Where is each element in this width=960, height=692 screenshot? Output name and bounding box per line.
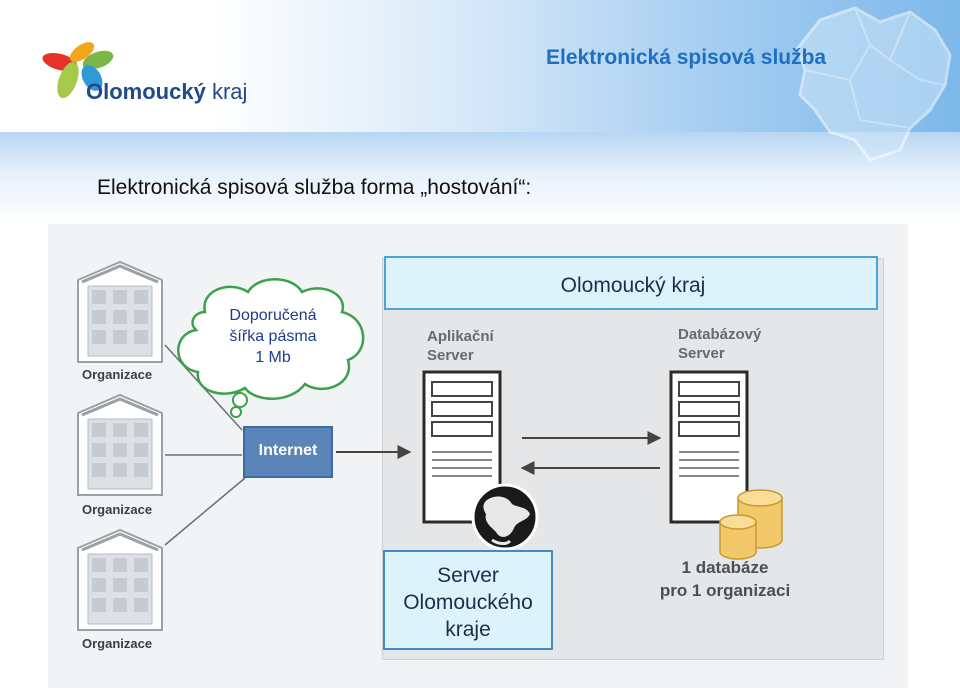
building-icon (76, 528, 164, 632)
server-tower-icon (669, 370, 749, 524)
database-note-line-1: 1 databáze (681, 558, 769, 577)
server-box-line-1: Server (437, 564, 499, 587)
slide-subtitle: Elektronická spisová služba forma „hosto… (97, 176, 532, 199)
organization-label: Organizace (82, 502, 153, 517)
region-label-box: Olomoucký kraj (384, 256, 878, 310)
logo-flower-icon (42, 42, 114, 99)
header-gradient-band (0, 132, 960, 224)
db-server-label-line-1: Databázový (678, 326, 762, 343)
app-server-label-line-2: Server (427, 347, 474, 364)
server-box: Server Olomouckého kraje (383, 550, 553, 650)
logo-wordmark: Olomoucký kraj (86, 79, 247, 105)
cloud-icon (177, 278, 365, 418)
header-banner (0, 0, 960, 132)
server-box-label: Server Olomouckého kraje (385, 562, 551, 643)
internet-box: Internet (243, 426, 333, 478)
region-label: Olomoucký kraj (560, 274, 706, 297)
server-box-line-2: Olomouckého (403, 591, 533, 614)
database-note-line-2: pro 1 organizaci (659, 581, 791, 600)
page-title: Elektronická spisová služba (546, 46, 827, 69)
building-icon (76, 260, 164, 364)
logo-suffix: kraj (211, 79, 248, 104)
bandwidth-note: Doporučená šířka pásma 1 Mb (193, 305, 353, 368)
globe-icon (471, 483, 539, 551)
server-box-line-3: kraje (445, 618, 491, 641)
database-note: 1 databáze pro 1 organizaci (645, 556, 805, 602)
building-icon (76, 393, 164, 497)
logo-name: Olomoucký (86, 79, 206, 104)
app-server-label-line-1: Aplikační (427, 328, 494, 345)
database-icon (719, 489, 783, 560)
region-map-icon (796, 6, 952, 162)
bandwidth-line-1: Doporučená (229, 307, 317, 324)
organization-label: Organizace (82, 636, 153, 651)
bandwidth-line-2: šířka pásma (229, 328, 317, 345)
organization-label: Organizace (82, 367, 153, 382)
db-server-label-line-2: Server (678, 345, 725, 362)
bandwidth-line-3: 1 Mb (255, 349, 291, 366)
connector-line (164, 477, 246, 546)
internet-label: Internet (258, 442, 318, 459)
